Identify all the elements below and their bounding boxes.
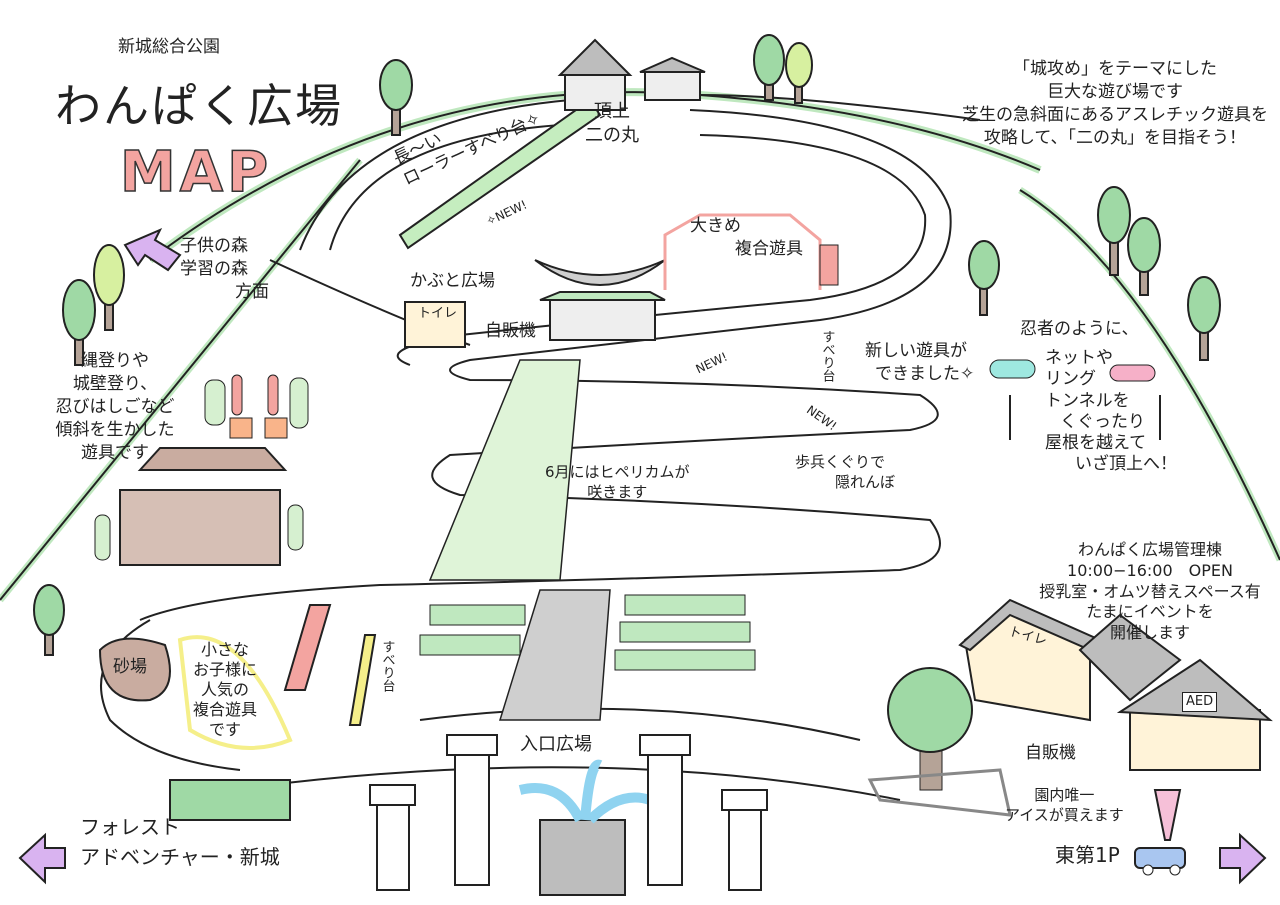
slope-line: 傾斜を生かした [55,419,175,440]
ice-line: アイスが買えます [1005,806,1124,825]
castle-roof [137,447,288,471]
slope-line: 城壁登り、 [72,373,158,394]
intro-line: 芝生の急斜面にあるアスレチック遊具を [962,104,1268,125]
slope-play-text: 縄登りや 城壁登り、 忍びはしごなど 傾斜を生かした 遊具です [40,350,190,465]
ice-line: 園内唯一 [1034,786,1095,804]
kids-play-text: 小さな お子様に 人気の 複合遊具 です [180,640,270,740]
arrow-left [18,832,66,885]
forest-adventure-line: アドベンチャー・新城 [80,845,280,869]
intro-line: 巨大な遊び場です [1047,81,1183,102]
big-tree [887,667,973,753]
hypericum-line: 6月にはヒペリカムが [545,463,690,481]
new-play-line: できました✧ [875,363,975,384]
office-info: わんぱく広場管理棟 10:00−16:00 OPEN 授乳室・オムツ替えスペース… [1020,540,1280,644]
slide-yellow [348,634,377,726]
ninja-line: 屋根を越えて [1045,433,1147,453]
big-play-line: 大きめ [690,216,741,236]
car-icon [1134,847,1186,869]
ninja-label: 忍者のように、 [1020,318,1139,341]
toilet-label: トイレ [418,306,458,321]
roller-slide [398,98,602,250]
intro-line: 「城攻め」をテーマにした [1013,59,1217,79]
hypericum-label: 6月にはヒペリカムが 咲きます [545,462,690,503]
map-subtitle: MAP [119,139,273,205]
page-title: わんぱく広場 [55,79,343,133]
ninja-line: くぐったり [1060,411,1145,432]
tunnel-pink [1109,364,1156,382]
hedge-bottom [169,779,291,821]
hypericum-line: 咲きます [587,483,648,502]
stairs [498,589,611,721]
grass-slope [428,359,581,581]
forest-adventure-link[interactable]: フォレスト アドベンチャー・新城 [80,812,280,872]
kabuto [534,259,666,286]
sandbox [98,637,171,702]
office-hours: 10:00−16:00 OPEN [1067,560,1233,580]
slope-line: 忍びはしごなど [55,396,175,417]
ninja-line: リング [1045,369,1096,390]
aed-label: AED [1182,692,1218,712]
forest-direction-label: 子供の森 学習の森 方面 [180,235,269,304]
gate-pillars [369,734,768,891]
park-name: 新城総合公園 [118,37,220,57]
toilet-building [404,301,466,348]
castle-building [119,489,281,566]
hohei-line: 歩兵くぐりで [795,453,886,471]
arrow-right [1219,832,1267,885]
forest-adventure-line: フォレスト [80,815,180,839]
kids-line: 小さな [200,640,249,659]
roads [100,99,952,801]
summit-line: 二の丸 [585,125,639,147]
slide-pink [283,604,332,691]
slide-upper-label: すべり台 [819,330,835,382]
ninja-text: ネットや リング トンネルを くぐったり 屋根を越えて いざ頂上へ！ [1045,348,1177,476]
arrow-up-left [123,228,182,272]
kabuto-plaza-label: かぶと広場 [410,271,495,291]
trees [33,34,1221,656]
summit-tower [557,38,633,76]
office-event: たまにイベントを [1086,602,1214,622]
ice-cream-icon [1153,789,1182,841]
big-play-line: 複合遊具 [735,238,803,259]
new-play-line: 新しい遊具が [865,341,967,361]
ninja-line: いざ頂上へ！ [1075,454,1177,475]
ninja-line: 忍者のように、 [1020,319,1139,339]
tunnel-cyan [989,359,1036,379]
hohei-label: 歩兵くぐりで 隠れんぼ [795,452,895,493]
entrance-label: 入口広場 [520,734,592,755]
office-facilities: 授乳室・オムツ替えスペース有 [1039,581,1261,601]
slide-lower-label: すべり台 [379,640,395,692]
summit-line: 頂上 [594,101,630,122]
hedge [624,594,746,616]
slope-line: 遊具です [81,442,149,463]
office-name: わんぱく広場管理棟 [1077,540,1222,559]
ice-label: 園内唯一 アイスが買えます [1005,785,1124,826]
big-play-label: 大きめ 複合遊具 [690,215,803,261]
fountain [539,819,626,896]
forest-line: 子供の森 [180,236,248,256]
new-play-label: 新しい遊具が できました✧ [865,340,974,386]
kids-area-outline [177,635,293,750]
ninja-line: トンネルを [1045,390,1130,411]
office-vending-label: 自販機 [1025,743,1076,763]
vending-label: 自販機 [485,321,536,341]
intro-line: 攻略して、「二の丸」を目指そう！ [983,127,1247,148]
kids-line: お子様に [192,660,257,679]
ninja-line: ネットや [1045,348,1113,368]
kids-line: です [208,720,241,739]
office-event: 開催します [1109,623,1190,643]
parking-link[interactable]: 東第1P [1055,843,1120,867]
kids-line: 複合遊具 [192,700,257,719]
slope-line: 縄登りや [81,351,149,371]
summit-label: 頂上 二の丸 [585,100,639,149]
hohei-line: 隠れんぼ [835,473,896,492]
forest-line: 方面 [235,281,269,302]
kids-line: 人気の [200,680,249,699]
forest-line: 学習の森 [180,258,248,279]
intro-text: 「城攻め」をテーマにした 巨大な遊び場です 芝生の急斜面にあるアスレチック遊具を… [960,58,1270,150]
sandbox-label: 砂場 [113,657,147,677]
